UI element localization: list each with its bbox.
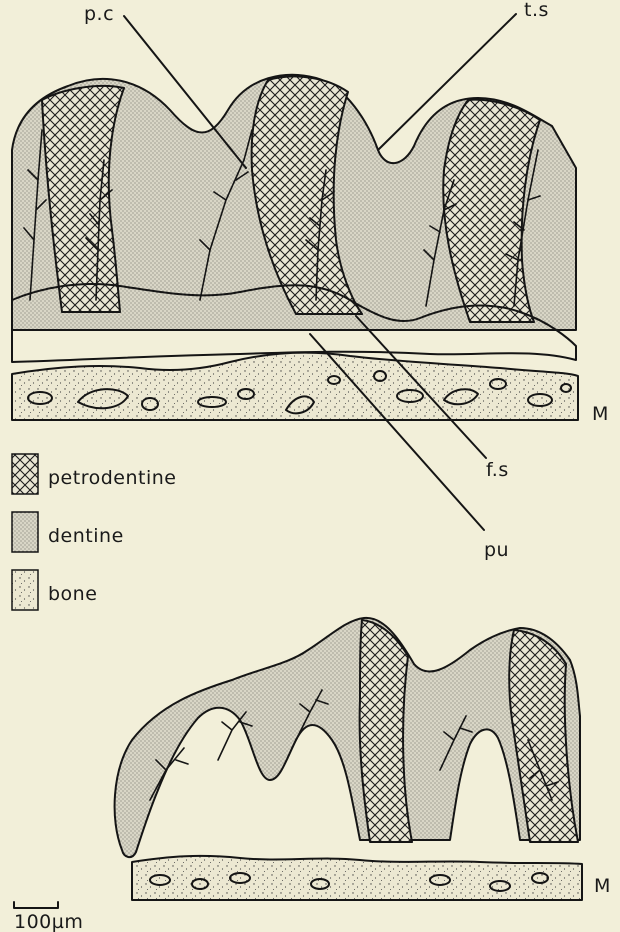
legend-item-bone: bone xyxy=(12,570,97,610)
lower-bone xyxy=(132,856,582,900)
label-pu: pu xyxy=(484,539,509,561)
legend-swatch-dentine xyxy=(12,512,38,552)
label-ts: t.s xyxy=(524,0,549,21)
label-m-lower: M xyxy=(594,875,611,897)
legend-label-petrodentine: petrodentine xyxy=(48,467,176,489)
label-pc: p.c xyxy=(84,3,114,25)
legend: petrodentine dentine bone xyxy=(12,454,176,610)
legend-item-dentine: dentine xyxy=(12,512,124,552)
legend-label-bone: bone xyxy=(48,583,97,605)
label-m-upper: M xyxy=(592,403,609,425)
upper-bone xyxy=(12,353,578,420)
lower-section: M xyxy=(115,618,611,900)
scale-bar: 100µm xyxy=(14,902,83,932)
legend-swatch-bone xyxy=(12,570,38,610)
label-fs: f.s xyxy=(486,459,509,481)
scale-bar-label: 100µm xyxy=(14,911,83,932)
legend-item-petrodentine: petrodentine xyxy=(12,454,176,494)
scale-bar-line xyxy=(14,902,58,908)
legend-swatch-petrodentine xyxy=(12,454,38,494)
legend-label-dentine: dentine xyxy=(48,525,124,547)
